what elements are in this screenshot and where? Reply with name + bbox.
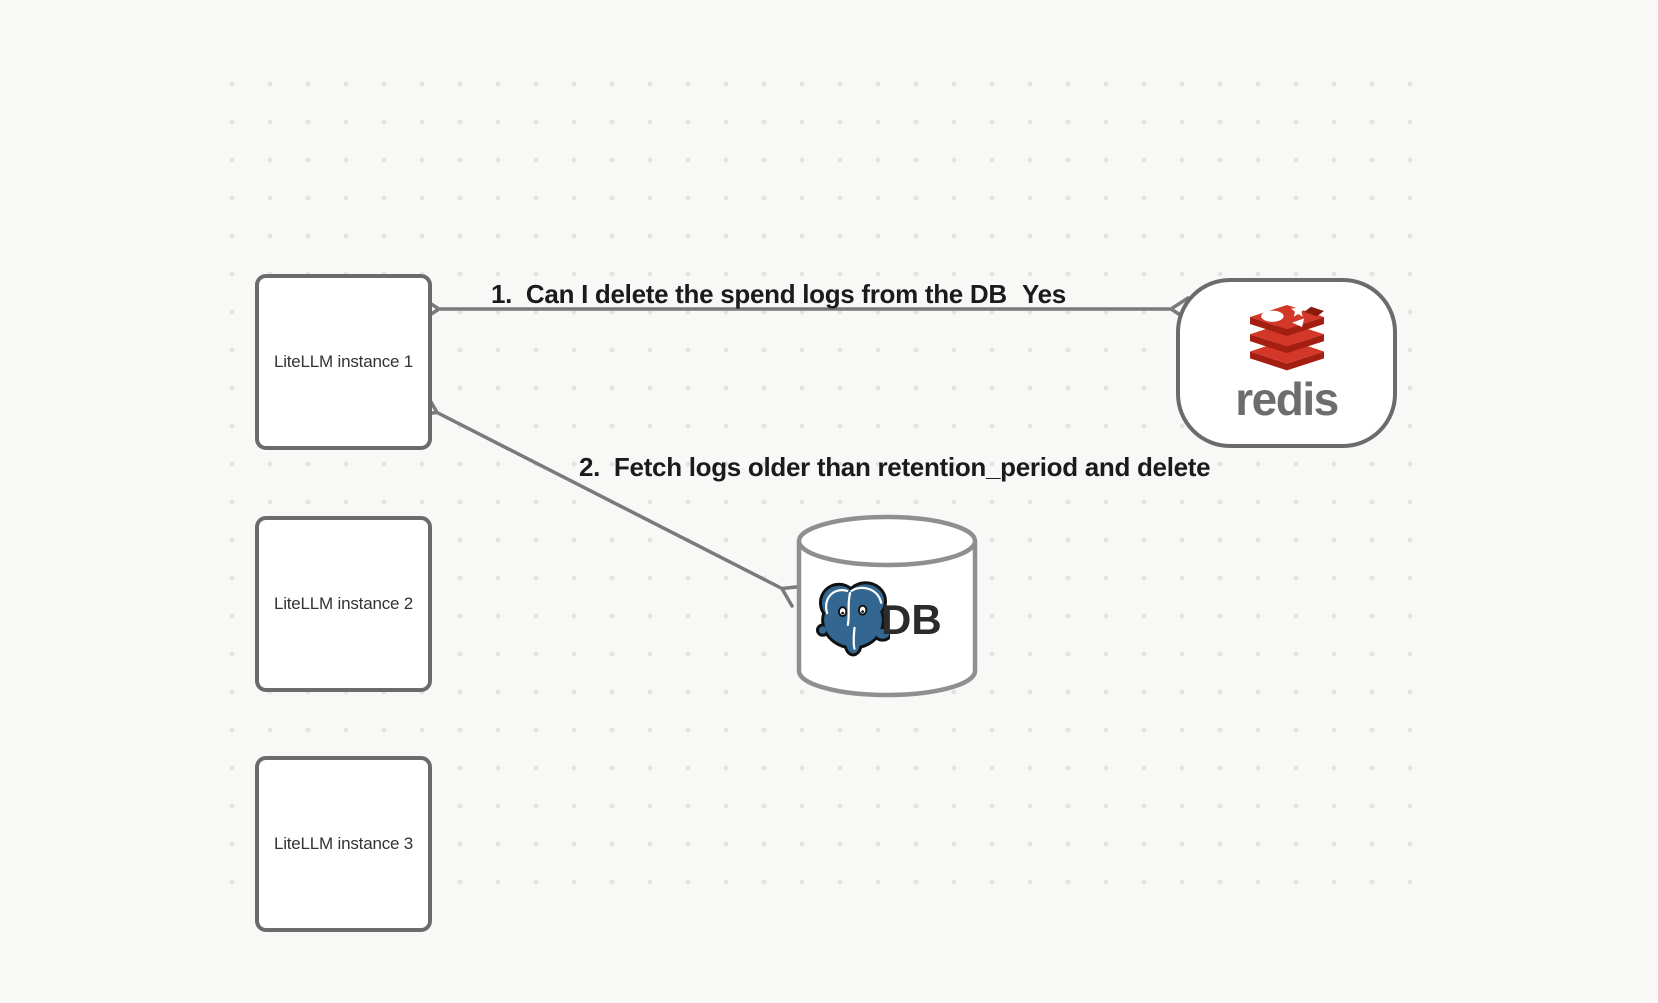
db-label: DB bbox=[881, 596, 942, 643]
redis-node[interactable]: redis bbox=[1176, 278, 1397, 448]
arrow1-response-label[interactable]: Yes bbox=[1022, 279, 1066, 309]
litellm-instance-3-node[interactable]: LiteLLM instance 3 bbox=[255, 756, 432, 932]
litellm-instance-1-label: LiteLLM instance 1 bbox=[273, 352, 414, 371]
redis-icon bbox=[1249, 303, 1324, 371]
arrow1-label[interactable]: 1. Can I delete the spend logs from the … bbox=[491, 279, 1007, 309]
arrow2-label[interactable]: 2. Fetch logs older than retention_perio… bbox=[579, 452, 1211, 482]
litellm-instance-2-node[interactable]: LiteLLM instance 2 bbox=[255, 516, 432, 692]
litellm-instance-2-label: LiteLLM instance 2 bbox=[273, 594, 414, 613]
redis-wordmark: redis bbox=[1235, 373, 1339, 425]
postgresql-icon bbox=[816, 581, 890, 657]
litellm-instance-1-node[interactable]: LiteLLM instance 1 bbox=[255, 274, 432, 450]
litellm-instance-3-label: LiteLLM instance 3 bbox=[273, 834, 414, 853]
